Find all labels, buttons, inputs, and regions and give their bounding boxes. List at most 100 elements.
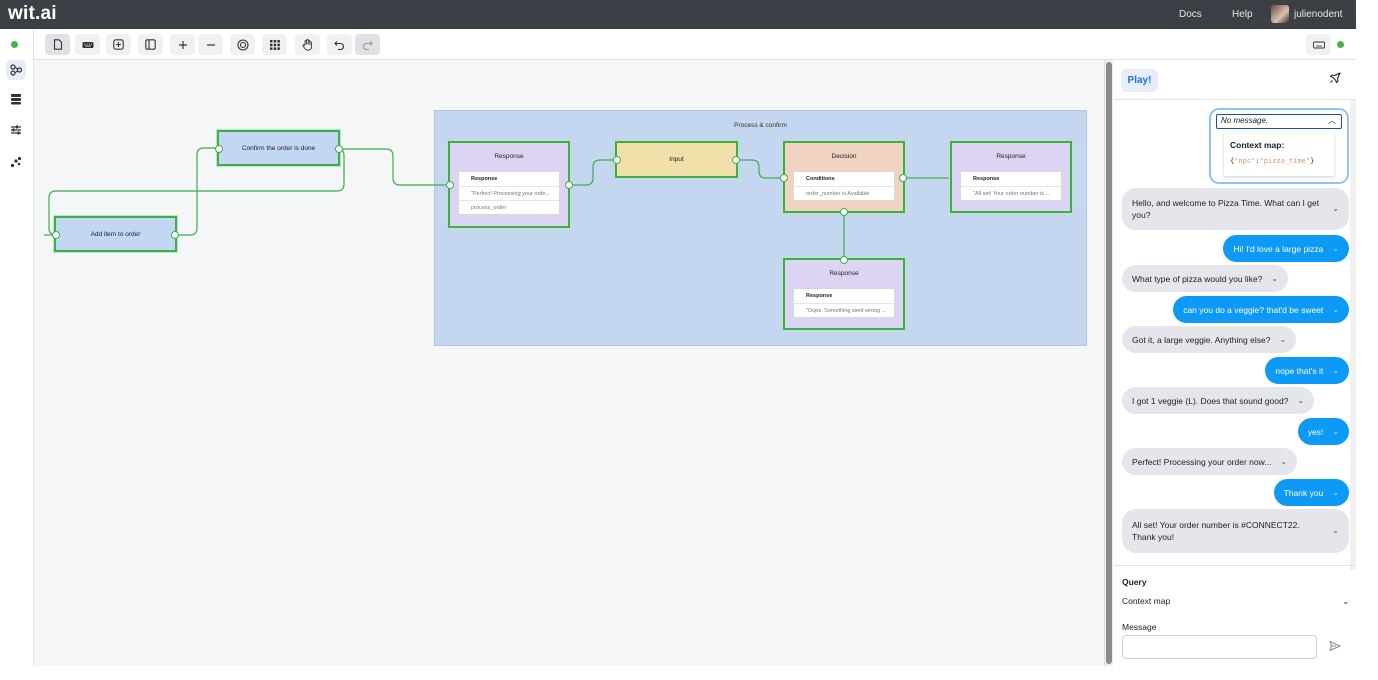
- username[interactable]: julienodent: [1294, 9, 1343, 20]
- play-button[interactable]: Play!: [1121, 69, 1158, 92]
- divider: [1114, 565, 1356, 566]
- node-port[interactable]: [52, 231, 60, 239]
- chevron-down-icon[interactable]: ⌄: [1271, 273, 1279, 283]
- node-port[interactable]: [565, 181, 573, 189]
- chevron-down-icon[interactable]: ⌄: [1279, 334, 1287, 344]
- grid-icon[interactable]: [262, 34, 287, 55]
- message-text: yes!: [1307, 426, 1324, 437]
- message-text: Hello, and welcome to Pizza Time. What c…: [1132, 198, 1320, 220]
- chevron-down-icon[interactable]: ⌄: [1342, 596, 1350, 606]
- zoom-out-icon[interactable]: [198, 34, 223, 55]
- panel-header: Play!: [1114, 60, 1356, 100]
- redo-icon[interactable]: [355, 34, 380, 55]
- keyboard-icon[interactable]: [75, 34, 100, 55]
- chat-panel: Play! No message. ︿ Context map: {"npc":…: [1114, 60, 1356, 666]
- chevron-down-icon[interactable]: ⌄: [1332, 526, 1339, 535]
- context-map-card: Context map: {"npc":"pizza_time"}: [1224, 132, 1334, 176]
- docs-link[interactable]: Docs: [1179, 9, 1202, 20]
- context-map-title: Context map:: [1230, 140, 1285, 150]
- node-decision[interactable]: Decision Conditions order_number is Avai…: [783, 141, 905, 213]
- user-message[interactable]: Hi! I'd love a large pizza⌄: [1223, 235, 1349, 262]
- panel-icon[interactable]: [138, 34, 163, 55]
- chevron-down-icon[interactable]: ⌄: [1332, 304, 1339, 314]
- message-text: Perfect! Processing your order now...: [1132, 456, 1272, 467]
- user-message[interactable]: yes! ⌄: [1297, 418, 1349, 445]
- hand-icon[interactable]: [295, 34, 320, 55]
- node-port[interactable]: [840, 208, 848, 216]
- rocket-icon[interactable]: [1329, 72, 1341, 87]
- add-node-icon[interactable]: [106, 34, 131, 55]
- node-title: Response: [996, 153, 1026, 160]
- node-port[interactable]: [732, 156, 740, 164]
- message-text: Thank you: [1283, 487, 1324, 498]
- node-label: Confirm the order is done: [241, 144, 316, 152]
- user-message[interactable]: can you do a veggie? that'd be sweet⌄: [1173, 296, 1349, 323]
- bot-message[interactable]: What type of pizza would you like? ⌄: [1122, 265, 1289, 292]
- chevron-down-icon[interactable]: ⌄: [1280, 456, 1288, 466]
- message-input[interactable]: [1122, 635, 1317, 659]
- database-icon[interactable]: [6, 89, 26, 109]
- undo-icon[interactable]: [327, 34, 352, 55]
- node-port[interactable]: [899, 174, 907, 182]
- top-bar: wit.ai Docs Help julienodent: [0, 0, 1356, 29]
- edge-input-to-decision: [736, 159, 784, 179]
- chevron-down-icon[interactable]: ⌄: [1332, 426, 1339, 436]
- panel-scrollbar[interactable]: [1350, 100, 1356, 570]
- chevron-down-icon[interactable]: ⌄: [1332, 204, 1339, 213]
- chevron-down-icon[interactable]: ⌄: [1332, 487, 1339, 497]
- keyboard-shortcuts-icon[interactable]: [1306, 34, 1331, 55]
- chevron-up-icon: ︿: [1328, 116, 1336, 125]
- node-response-error[interactable]: Response Response "Oops. Something went …: [783, 258, 905, 330]
- scrollbar-thumb[interactable]: [1106, 62, 1112, 664]
- flow-canvas[interactable]: Process & confirm Add item to order Conf…: [34, 60, 1104, 666]
- user-message[interactable]: Thank you ⌄: [1273, 479, 1349, 506]
- node-title: Response: [494, 153, 524, 160]
- node-port[interactable]: [840, 256, 848, 264]
- flow-icon[interactable]: [6, 60, 26, 80]
- card-row: process_order: [459, 200, 559, 214]
- message-select[interactable]: No message. ︿: [1216, 114, 1342, 129]
- zoom-in-icon[interactable]: [170, 34, 195, 55]
- bot-message[interactable]: I got 1 veggie (L). Does that sound good…: [1122, 387, 1315, 414]
- message-text: Got it, a large veggie. Anything else?: [1132, 334, 1271, 345]
- bot-message[interactable]: All set! Your order number is #CONNECT22…: [1122, 509, 1349, 553]
- node-add-item[interactable]: Add item to order: [54, 216, 177, 252]
- node-port[interactable]: [613, 156, 621, 164]
- help-link[interactable]: Help: [1232, 9, 1253, 20]
- message-text: nope that's it: [1275, 365, 1324, 376]
- node-port[interactable]: [335, 145, 343, 153]
- message-text: What type of pizza would you like?: [1132, 273, 1263, 284]
- card-row: "All set! Your order number is ...: [961, 186, 1061, 200]
- node-port[interactable]: [780, 174, 788, 182]
- canvas-toolbar: [34, 29, 1356, 60]
- node-port[interactable]: [446, 181, 454, 189]
- node-response-processing[interactable]: Response Response "Perfect! Processing y…: [448, 141, 570, 228]
- node-port[interactable]: [215, 145, 223, 153]
- node-card: Response "Oops. Something went wrong ...: [793, 288, 895, 318]
- chevron-down-icon[interactable]: ⌄: [1332, 365, 1339, 375]
- user-message[interactable]: nope that's it ⌄: [1265, 357, 1349, 384]
- node-response-all-set[interactable]: Response Response "All set! Your order n…: [950, 141, 1072, 213]
- card-row: order_number is Available: [794, 186, 894, 200]
- canvas-scrollbar[interactable]: [1104, 60, 1113, 666]
- document-icon[interactable]: [45, 34, 70, 55]
- chevron-down-icon[interactable]: ⌄: [1332, 243, 1339, 253]
- chevron-down-icon[interactable]: ⌄: [1297, 395, 1305, 405]
- sliders-icon[interactable]: [6, 120, 26, 140]
- card-row: "Oops. Something went wrong ...: [794, 303, 894, 317]
- node-port[interactable]: [171, 231, 179, 239]
- wit-logo[interactable]: wit.ai: [8, 3, 57, 24]
- target-icon[interactable]: [230, 34, 255, 55]
- node-confirm-order[interactable]: Confirm the order is done: [217, 130, 340, 166]
- bot-message[interactable]: Got it, a large veggie. Anything else? ⌄: [1122, 326, 1297, 353]
- group-title: Process & confirm: [734, 122, 787, 129]
- edge-confirm-to-response: [339, 148, 449, 186]
- bot-message[interactable]: Hello, and welcome to Pizza Time. What c…: [1122, 188, 1349, 230]
- context-map-toggle-label[interactable]: Context map: [1122, 596, 1171, 606]
- avatar[interactable]: [1271, 5, 1289, 23]
- bot-message[interactable]: Perfect! Processing your order now... ⌄: [1122, 448, 1298, 475]
- message-text: I got 1 veggie (L). Does that sound good…: [1132, 395, 1289, 406]
- scatter-icon[interactable]: [6, 152, 26, 172]
- node-input[interactable]: Input: [615, 141, 738, 178]
- send-icon[interactable]: [1329, 640, 1341, 655]
